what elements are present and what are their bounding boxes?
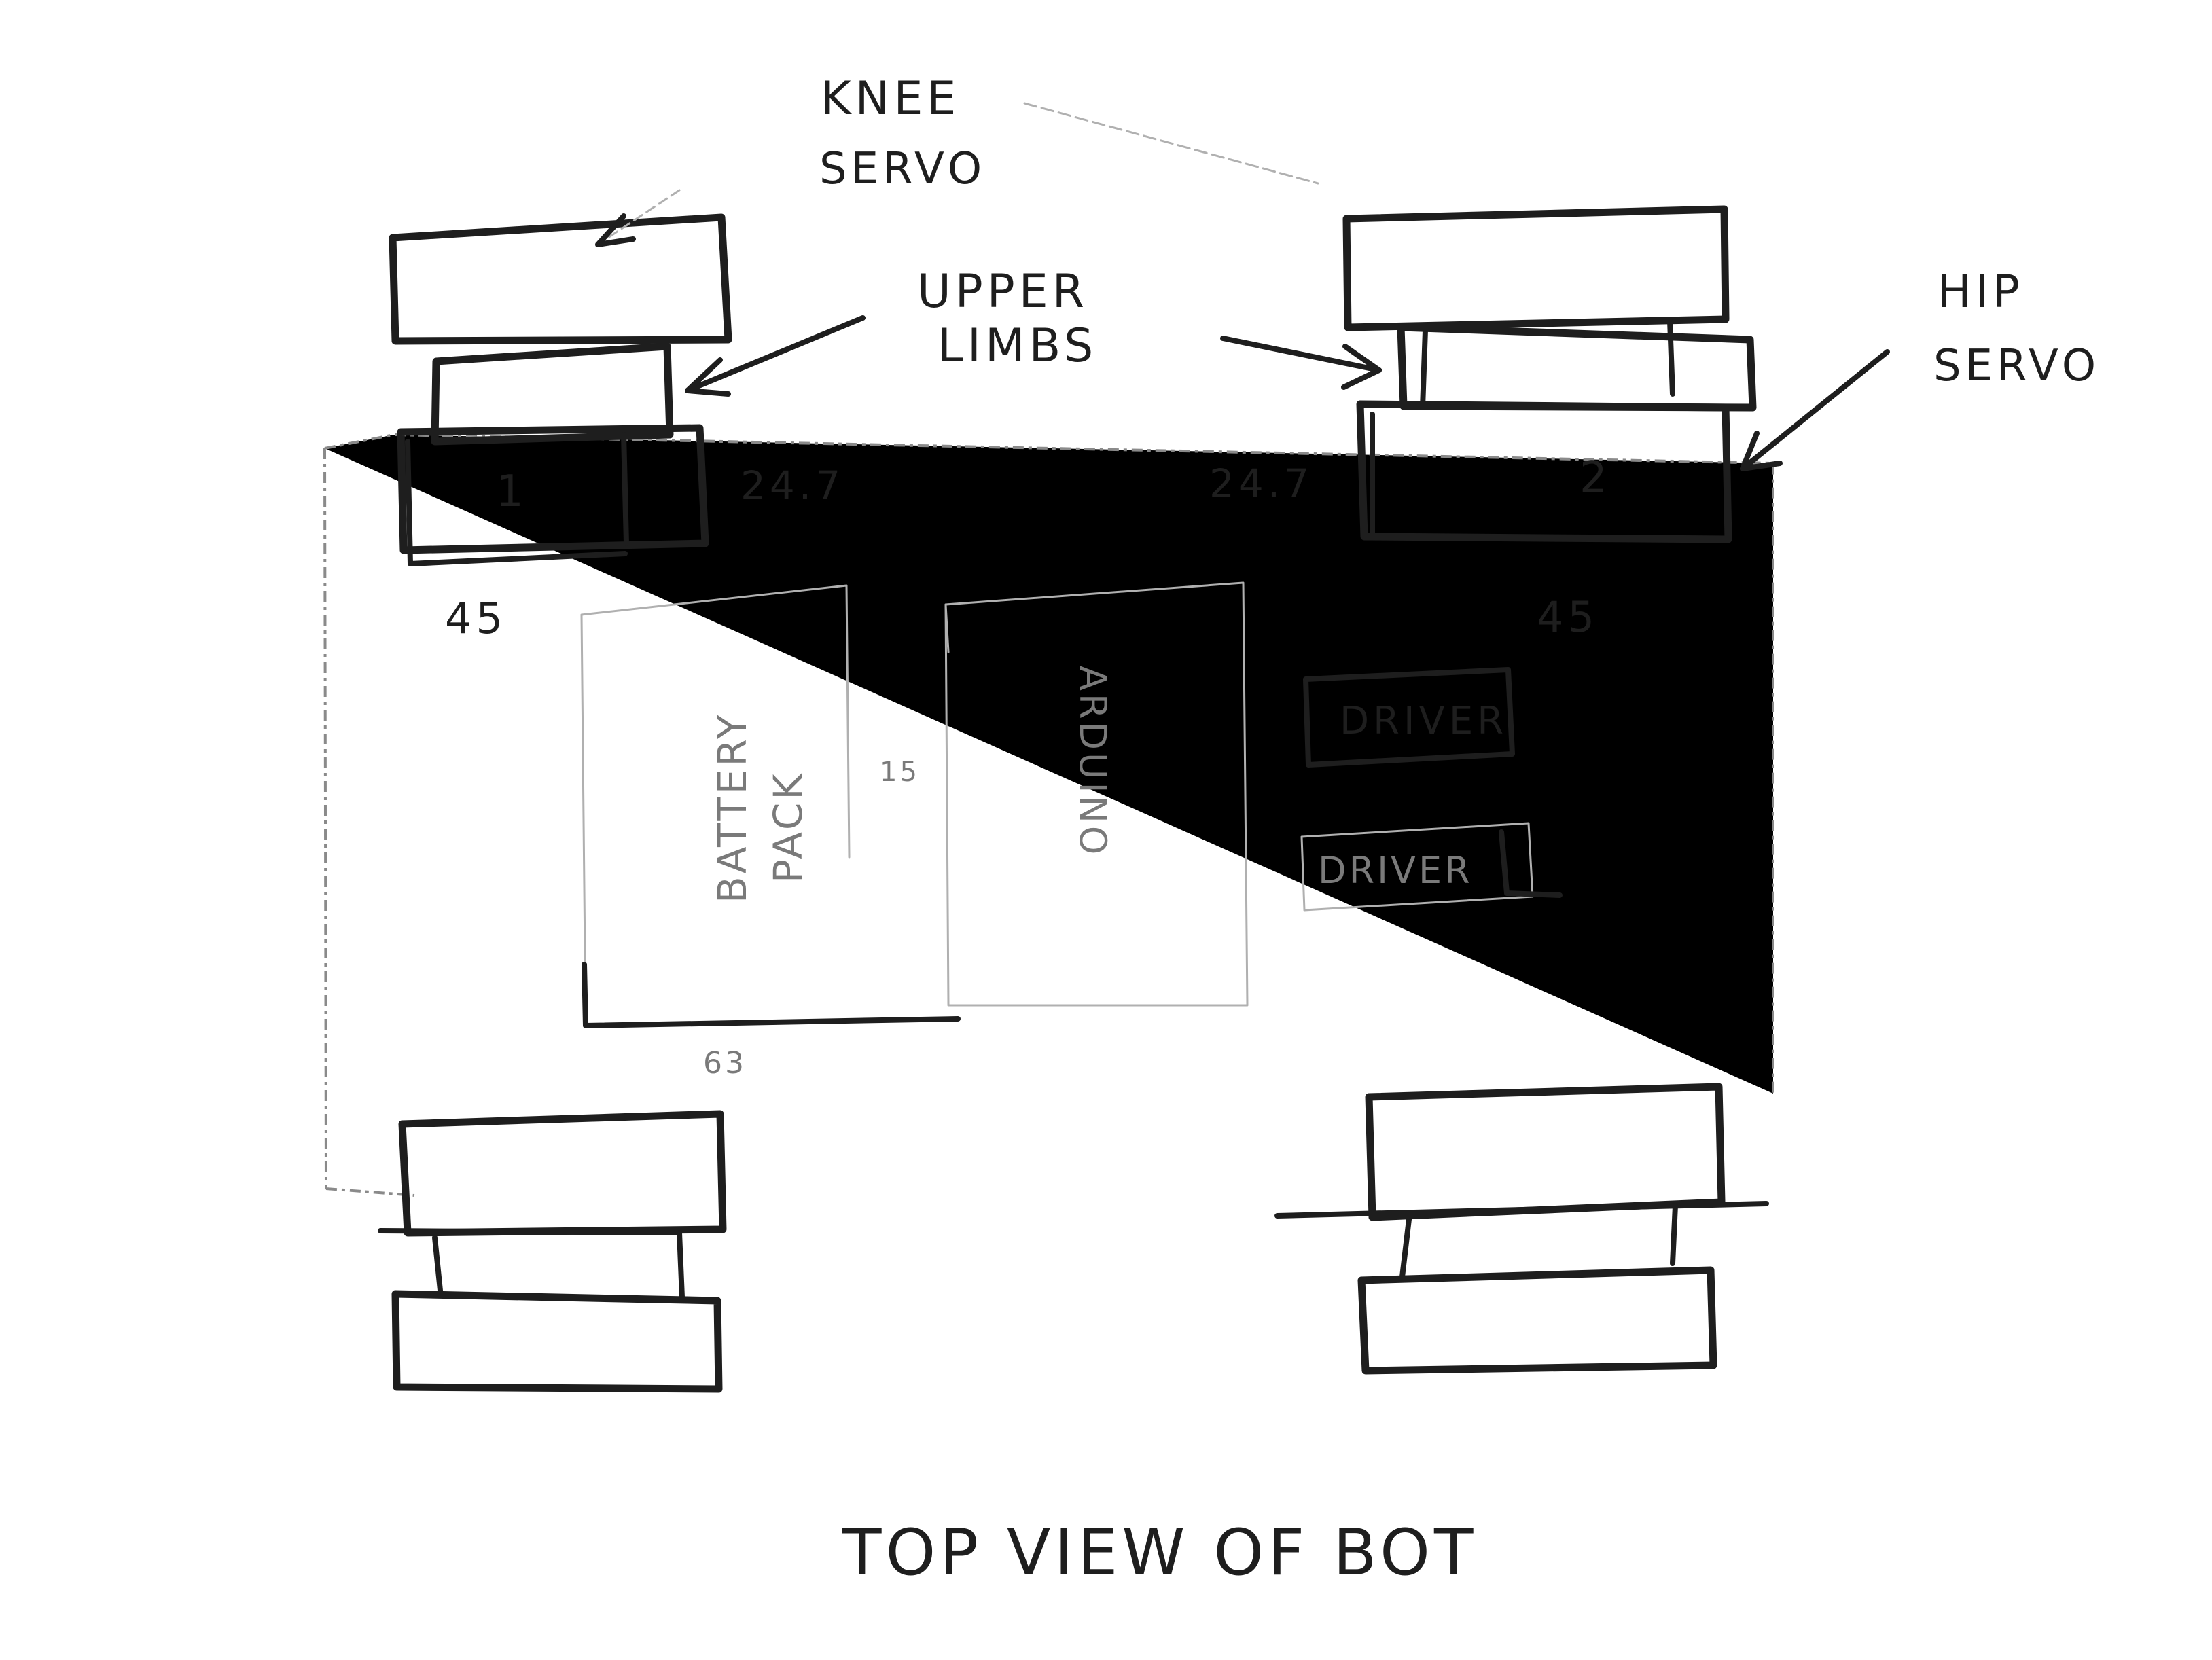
hip-servo-label-line2: SERVO [1933, 341, 2100, 391]
dimension-center-gap: 15 [880, 757, 920, 788]
front-right-leg [1342, 205, 1757, 543]
front-right-upper-limb [1397, 323, 1757, 412]
battery-pack-label-line2: PACK [765, 772, 811, 883]
front-left-hip-servo [397, 424, 709, 554]
dimension-right-gap: 24.7 [1209, 461, 1313, 507]
knee-servo-leaders [595, 102, 1319, 247]
servo-number-left: 1 [496, 467, 528, 517]
upper-limbs-arrows [685, 315, 1382, 397]
hip-servo-arrow [1740, 349, 1890, 471]
front-left-leg [389, 213, 732, 566]
battery-pack-label-line1: BATTERY [709, 712, 755, 903]
rear-left-knee-servo [391, 1290, 723, 1393]
driver-bottom-box [1300, 822, 1563, 912]
knee-servo-label-line2: SERVO [819, 144, 986, 194]
front-left-knee-servo [389, 213, 732, 345]
battery-pack [580, 584, 961, 1028]
knee-servo-label-line1: KNEE [821, 72, 960, 126]
diagram-caption: TOP VIEW OF BOT [842, 1516, 1477, 1590]
dimension-right-hip-width: 45 [1537, 592, 1599, 642]
rear-right-hip-servo [1365, 1083, 1726, 1221]
upper-limbs-label-line1: UPPER [917, 265, 1088, 319]
rear-right-leg [1274, 1083, 1769, 1375]
dimension-left-hip-width: 45 [445, 594, 507, 643]
hip-servo-label-line1: HIP [1938, 266, 2024, 318]
dimension-left-gap: 24.7 [741, 463, 844, 509]
driver-top-box [1303, 667, 1515, 768]
controller-label: ARDUINO [1071, 666, 1114, 857]
dimension-battery-width: 63 [703, 1046, 747, 1081]
upper-limbs-label-line2: LIMBS [938, 319, 1097, 373]
rear-left-leg [378, 1110, 727, 1393]
rear-right-knee-servo [1357, 1266, 1717, 1375]
chassis-outline [323, 433, 1774, 1197]
servo-number-right: 2 [1580, 453, 1611, 503]
front-right-hip-servo [1356, 400, 1732, 543]
controller-board [944, 581, 1249, 1007]
front-left-upper-limb [431, 342, 674, 446]
driver-bottom-label: DRIVER [1318, 849, 1473, 892]
front-right-knee-servo [1342, 205, 1730, 331]
driver-top-label: DRIVER [1340, 699, 1508, 743]
rear-left-hip-servo [398, 1110, 727, 1237]
